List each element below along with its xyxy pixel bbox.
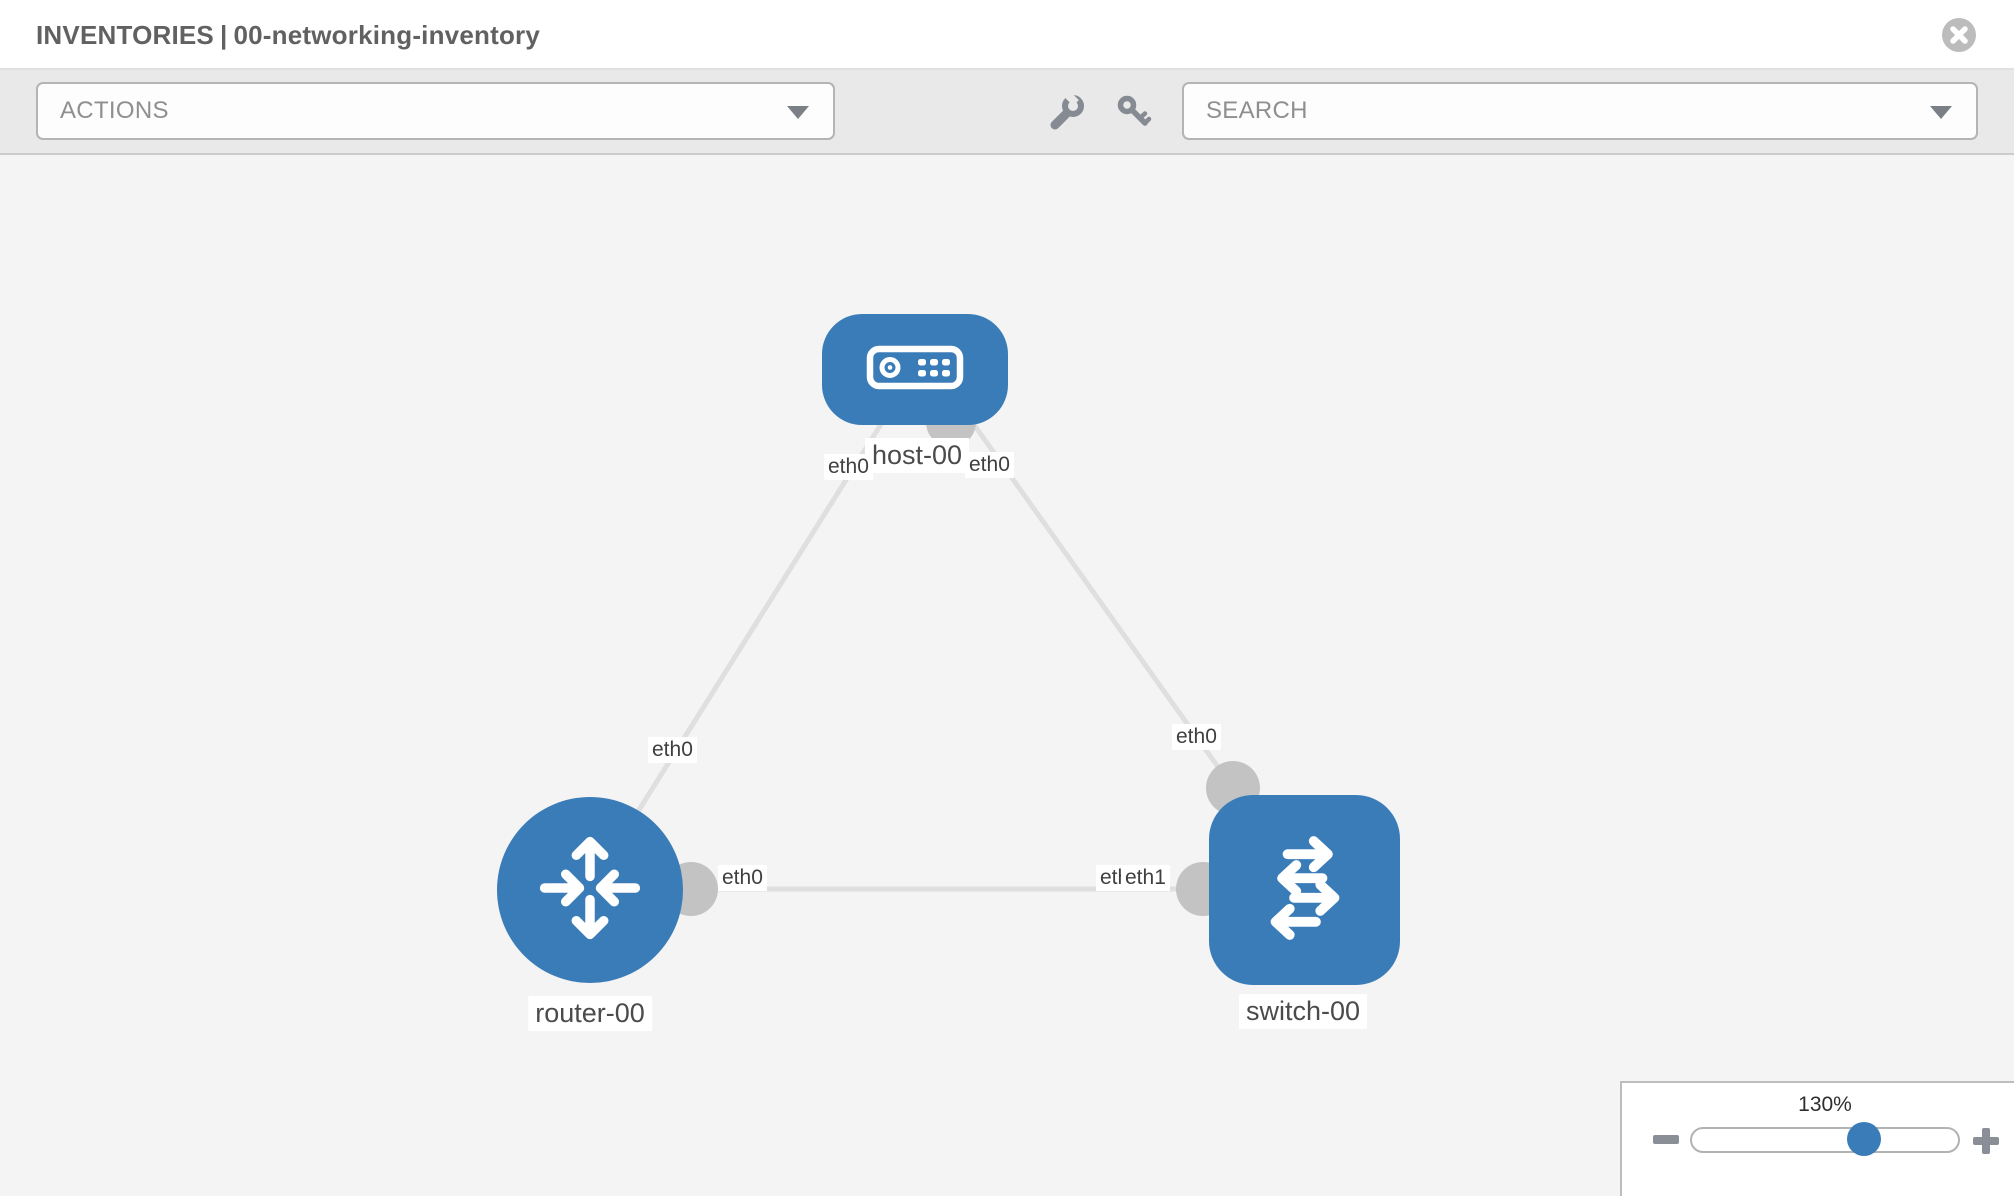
zoom-slider[interactable] <box>1690 1122 1960 1156</box>
link-host-switch <box>932 368 1236 790</box>
zoom-level-value: 130% <box>1798 1093 1852 1116</box>
topology-links-layer <box>587 368 1300 916</box>
toolbar: ACTIONS <box>0 70 2014 155</box>
breadcrumb-section: INVENTORIES <box>36 20 214 50</box>
interface-label-eth0: eth0 <box>824 454 873 480</box>
inventory-name: 00-networking-inventory <box>233 20 541 50</box>
chevron-down-icon <box>1930 106 1952 119</box>
actions-dropdown[interactable]: ACTIONS <box>36 82 835 140</box>
host-icon <box>865 338 965 401</box>
node-label-switch: switch-00 <box>1238 994 1368 1029</box>
plus-icon[interactable] <box>1971 1126 2001 1156</box>
key-icon <box>1114 95 1154 136</box>
interface-label-eth0: eth0 <box>965 452 1014 478</box>
wrench-icon <box>1046 91 1086 136</box>
node-router-00[interactable] <box>497 797 683 983</box>
node-host-00[interactable] <box>822 314 1008 425</box>
actions-dropdown-label: ACTIONS <box>60 97 169 124</box>
interface-label-eth0: eth0 <box>718 865 767 891</box>
zoom-panel: 130% <box>1620 1081 2014 1196</box>
chevron-down-icon <box>787 106 809 119</box>
page-title: INVENTORIES|00-networking-inventory <box>36 0 546 70</box>
switch-icon <box>1246 828 1364 953</box>
node-switch-00[interactable] <box>1209 795 1400 985</box>
interface-label-eth0: eth0 <box>1172 724 1221 750</box>
node-label-host: host-00 <box>864 438 970 473</box>
topology-canvas[interactable]: host-00 router-00 switch-00 eth0 eth0 et… <box>0 155 2014 1196</box>
configure-button[interactable] <box>1044 88 1088 136</box>
credentials-button[interactable] <box>1112 88 1156 136</box>
close-button[interactable] <box>1942 18 1976 52</box>
interface-label-eth0: eth0 <box>648 737 697 763</box>
minus-icon[interactable] <box>1653 1135 1679 1144</box>
interface-label-eth1: eth1 <box>1121 865 1170 891</box>
search-dropdown[interactable]: SEARCH <box>1182 82 1978 140</box>
router-icon <box>532 830 648 951</box>
search-dropdown-label: SEARCH <box>1206 97 1308 124</box>
breadcrumb-divider: | <box>219 20 228 50</box>
header-bar: INVENTORIES|00-networking-inventory <box>0 0 2014 70</box>
node-label-router: router-00 <box>528 996 652 1031</box>
zoom-slider-thumb[interactable] <box>1847 1122 1881 1156</box>
